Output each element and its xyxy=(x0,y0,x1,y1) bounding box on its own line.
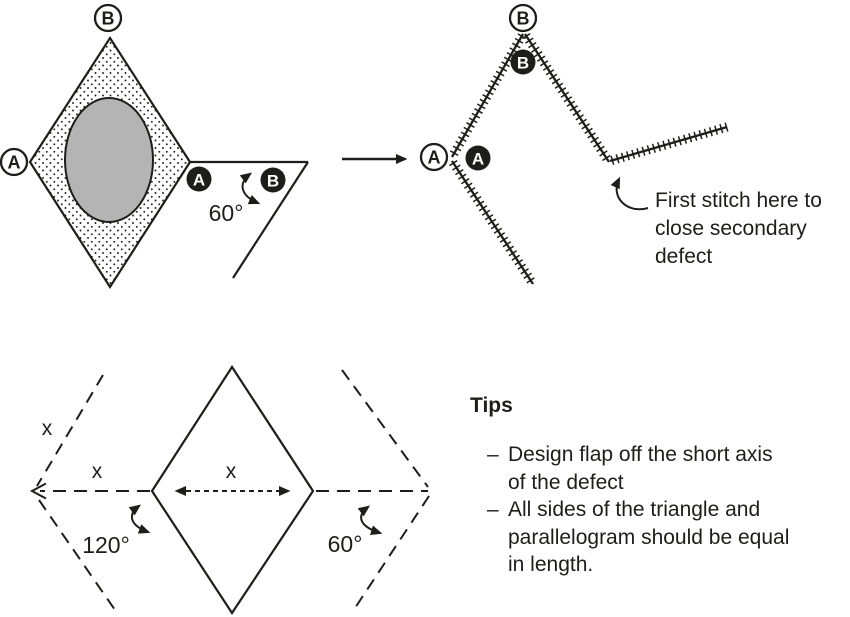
flap-b-filled-circle xyxy=(260,167,286,193)
tips-heading: Tips xyxy=(470,394,513,417)
closure-b-filled-label: B xyxy=(517,54,529,73)
suture-tick-marks xyxy=(522,32,611,162)
first-stitch-annotation: First stitch here to close secondary def… xyxy=(655,187,850,271)
closure-b-filled-circle xyxy=(510,49,536,75)
dashed-flap-side-upper-right xyxy=(341,369,429,488)
tip-bullet-dash: – xyxy=(487,443,499,466)
figure-defect-design xyxy=(28,35,309,290)
point-a-outline-circle xyxy=(0,147,29,177)
suture-tick-marks xyxy=(610,122,729,165)
first-stitch-pointer-arrow xyxy=(610,176,649,211)
suture-line-lower-left xyxy=(451,160,534,285)
tips-block: Tips – Design flap off the short axis of… xyxy=(470,393,840,579)
tip-line: Design flap off the short axis xyxy=(508,443,773,466)
tip-bullet-dash: – xyxy=(487,498,499,521)
angle-120-arrow xyxy=(128,504,151,534)
closure-b-outline-circle xyxy=(508,3,538,33)
tip-item: – All sides of the triangle and parallel… xyxy=(487,496,840,579)
point-b-outline-circle xyxy=(93,3,123,33)
suture-tick-marks xyxy=(449,33,527,157)
geometry-rhombus-outline xyxy=(150,364,315,615)
closure-a-outline-label: A xyxy=(428,148,441,168)
x-label-outer: x xyxy=(42,417,53,440)
dashed-flap-side-lower-left xyxy=(38,499,116,611)
point-b-outline-label: B xyxy=(102,9,115,29)
tip-line: All sides of the triangle and xyxy=(508,498,761,521)
point-a-outline-label: A xyxy=(8,153,21,173)
flap-a-filled-circle xyxy=(186,166,212,192)
lesion-ellipse xyxy=(64,97,154,223)
tip-text: Design flap off the short axis of the de… xyxy=(508,441,773,496)
suture-line-secondary xyxy=(609,125,728,163)
figure-geometry-labels: x x x 120° 60° xyxy=(42,417,363,558)
annotation-line: close secondary xyxy=(655,217,807,240)
dashed-flap-side-upper-left xyxy=(36,374,104,487)
angle-60-label: 60° xyxy=(328,531,363,557)
rotation-arrow xyxy=(239,172,261,205)
flap-angle-label: 60° xyxy=(209,200,244,226)
figure-closure xyxy=(449,32,729,285)
tips-list: – Design flap off the short axis of the … xyxy=(470,441,840,579)
dashed-axis-left-arrowhead xyxy=(29,482,47,500)
dashed-flap-side-lower-right xyxy=(354,495,430,609)
x-label-left: x xyxy=(92,460,103,483)
tip-line: of the defect xyxy=(508,470,624,494)
figure-geometry xyxy=(29,364,430,615)
closure-b-outline-label: B xyxy=(517,9,530,29)
angle-60-arrow xyxy=(357,505,383,536)
figure-closure-labels: B B A A xyxy=(419,3,538,172)
closure-a-outline-circle xyxy=(419,142,449,172)
annotation-line: defect xyxy=(655,245,713,268)
tip-text: All sides of the triangle and parallelog… xyxy=(508,496,789,579)
x-label-center: x xyxy=(226,460,237,483)
flap-incision-diagonal xyxy=(232,161,309,279)
tip-item: – Design flap off the short axis of the … xyxy=(487,441,840,496)
tip-line: in length. xyxy=(508,553,594,576)
annotation-line: First stitch here to xyxy=(655,189,822,212)
tip-line: parallelogram should be equal xyxy=(508,525,790,549)
figure-defect-labels: B A A B 60° xyxy=(0,3,286,226)
suture-tick-marks xyxy=(449,159,535,284)
suture-line-upper-right xyxy=(524,33,610,163)
flap-a-filled-label: A xyxy=(193,171,205,190)
flap-b-filled-label: B xyxy=(267,172,279,191)
angle-120-label: 120° xyxy=(82,532,130,558)
closure-a-filled-circle xyxy=(465,145,491,171)
closure-a-filled-label: A xyxy=(472,150,484,169)
